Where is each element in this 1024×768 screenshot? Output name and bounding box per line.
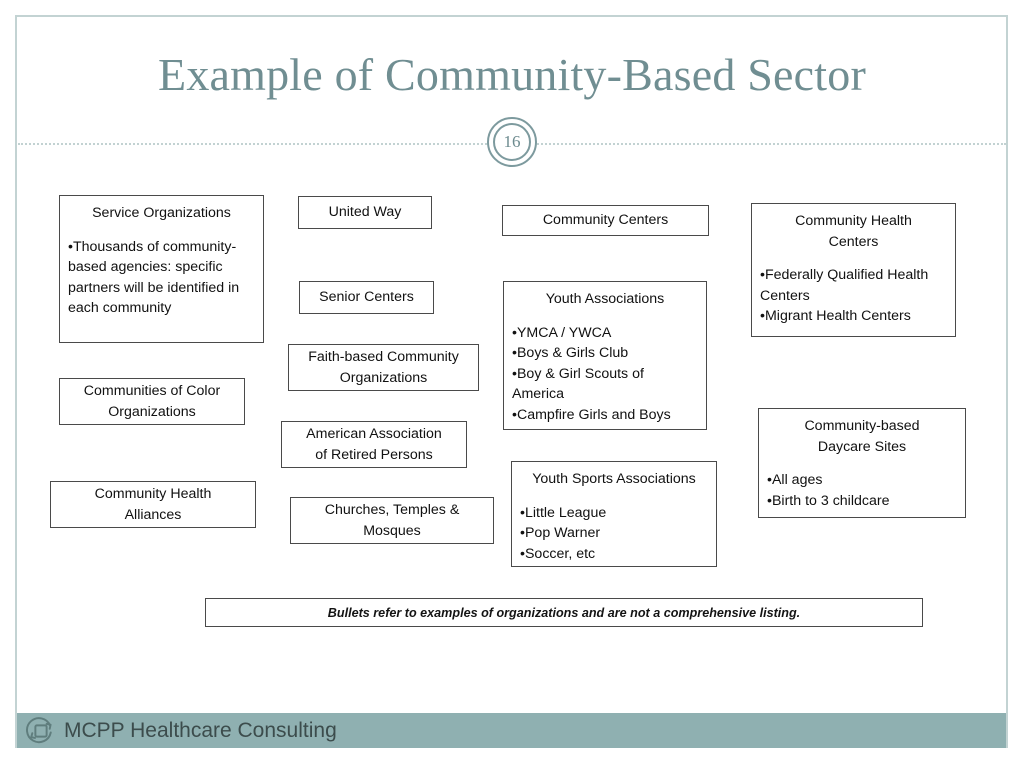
box-community-health-centers[interactable]: Community Health Centers Federally Quali…	[751, 203, 956, 337]
list-item: Birth to 3 childcare	[767, 491, 957, 512]
box-title: Community-based Daycare Sites	[804, 418, 920, 455]
box-bullet-list: All ages Birth to 3 childcare	[767, 470, 957, 511]
page-number-label: 16	[493, 123, 531, 161]
list-item: All ages	[767, 470, 957, 491]
box-title: Youth Associations	[545, 291, 665, 307]
box-title: Community Health Alliances	[94, 486, 212, 523]
box-title: Senior Centers	[319, 289, 414, 306]
box-bullet-list: Little League Pop Warner Soccer, etc	[520, 503, 708, 565]
box-churches-temples-mosques[interactable]: Churches, Temples & Mosques	[290, 497, 494, 544]
box-title: Service Organizations	[92, 205, 231, 221]
box-title: Community Health Centers	[795, 213, 912, 250]
box-title: Community Centers	[542, 212, 669, 229]
box-title: Youth Sports Associations	[532, 471, 696, 487]
box-title: United Way	[328, 204, 402, 221]
footer-bar: MCPP Healthcare Consulting	[17, 713, 1006, 748]
box-senior-centers[interactable]: Senior Centers	[299, 281, 434, 314]
box-title: Faith-based Community Organizations	[308, 349, 459, 386]
box-youth-sports-associations[interactable]: Youth Sports Associations Little League …	[511, 461, 717, 567]
list-item: Little League	[520, 503, 708, 524]
list-item: Pop Warner	[520, 523, 708, 544]
box-faith-based-organizations[interactable]: Faith-based Community Organizations	[288, 344, 479, 391]
box-aarp[interactable]: American Association of Retired Persons	[281, 421, 467, 468]
box-community-health-alliances[interactable]: Community Health Alliances	[50, 481, 256, 528]
footnote-box: Bullets refer to examples of organizatio…	[205, 598, 923, 627]
list-item: Migrant Health Centers	[760, 306, 947, 327]
list-item: Boys & Girls Club	[512, 343, 698, 364]
list-item: Campfire Girls and Boys	[512, 405, 698, 426]
box-title: American Association of Retired Persons	[306, 426, 442, 463]
box-title: Communities of Color Organizations	[83, 383, 221, 420]
list-item: Boy & Girl Scouts of America	[512, 364, 698, 405]
box-community-centers[interactable]: Community Centers	[502, 205, 709, 236]
page-title: Example of Community-Based Sector	[158, 49, 866, 100]
box-united-way[interactable]: United Way	[298, 196, 432, 229]
box-community-based-daycare-sites[interactable]: Community-based Daycare Sites All ages B…	[758, 408, 966, 518]
box-body: Thousands of community-based agencies: s…	[68, 237, 255, 319]
list-item: Federally Qualified Health Centers	[760, 265, 947, 306]
footer-brand-label: MCPP Healthcare Consulting	[64, 718, 337, 742]
box-communities-of-color[interactable]: Communities of Color Organizations	[59, 378, 245, 425]
box-bullet-list: Federally Qualified Health Centers Migra…	[760, 265, 947, 327]
page-number-badge: 16	[487, 117, 537, 167]
list-item: Soccer, etc	[520, 544, 708, 565]
box-title: Churches, Temples & Mosques	[324, 502, 460, 539]
footnote-text: Bullets refer to examples of organizatio…	[327, 605, 801, 620]
box-service-organizations[interactable]: Service Organizations Thousands of commu…	[59, 195, 264, 343]
box-bullet-list: YMCA / YWCA Boys & Girls Club Boy & Girl…	[512, 323, 698, 426]
circular-arrow-square-logo-icon	[26, 716, 52, 743]
box-youth-associations[interactable]: Youth Associations YMCA / YWCA Boys & Gi…	[503, 281, 707, 430]
list-item: YMCA / YWCA	[512, 323, 698, 344]
